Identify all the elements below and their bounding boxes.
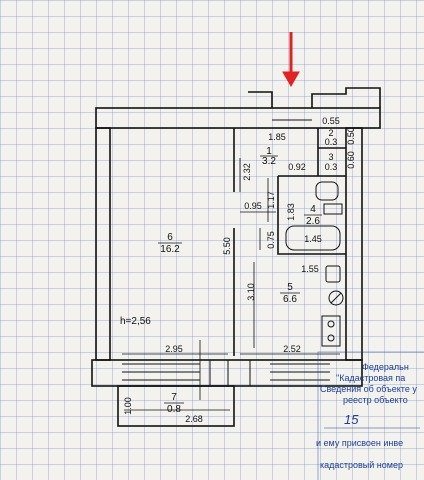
dim-1-83: 1.83 (286, 203, 296, 221)
balcony (117, 385, 235, 427)
fixtures (285, 181, 344, 347)
dim-2-95: 2.95 (165, 344, 183, 354)
room-1-area: 3.2 (262, 156, 276, 167)
top-wall-notch-right (311, 87, 381, 108)
room-4-area: 2.6 (306, 216, 320, 227)
room-7-area: 0.8 (167, 404, 181, 415)
stamp-line-1: Федеральн (362, 362, 409, 372)
room-7-number: 7 (171, 392, 177, 403)
stamp-line-2: "Кадастровая па (336, 373, 405, 383)
dimension-labels: 1.85 0.55 0.50 0.60 0.92 2.32 1.17 0.95 … (120, 116, 356, 424)
dim-1-00: 1.00 (123, 397, 133, 415)
dim-1-85: 1.85 (268, 132, 286, 142)
room-labels: 1 3.2 2 0.3 3 0.3 4 2.6 5 6.6 6 16.2 7 0… (158, 128, 337, 415)
room-2-number: 2 (328, 128, 333, 138)
gas-boiler-icon (328, 290, 344, 306)
bathroom-walls (277, 175, 346, 255)
top-wall-notch-left (248, 91, 273, 108)
stamp-line-3: Сведения об объекте у (320, 384, 417, 394)
dim-2-52: 2.52 (283, 344, 301, 354)
dim-0-95: 0.95 (244, 201, 262, 211)
sink-icon (315, 181, 339, 201)
room-6-area: 16.2 (160, 244, 180, 255)
stamp-line-5: и ему присвоен инве (316, 438, 403, 448)
dim-3-10: 3.10 (246, 283, 256, 301)
dim-1-17: 1.17 (266, 191, 276, 209)
stamp-line-6: кадастровый номер (320, 460, 403, 470)
room-1-number: 1 (266, 146, 272, 157)
dim-2-32: 2.32 (242, 163, 252, 181)
room-3-number: 3 (328, 152, 333, 162)
room-6-number: 6 (167, 232, 173, 243)
left-wall (95, 127, 111, 361)
dim-0-55: 0.55 (322, 116, 340, 126)
windows (122, 119, 330, 386)
room-3-area: 0.3 (325, 162, 338, 172)
dim-0-50: 0.50 (346, 127, 356, 145)
dim-0-75: 0.75 (266, 231, 276, 249)
room-4-number: 4 (310, 204, 316, 215)
dim-0-60: 0.60 (346, 151, 356, 169)
stamp-number: 15 (344, 412, 359, 427)
bathtub-icon (285, 225, 341, 251)
dim-1-55: 1.55 (301, 264, 319, 274)
stamp-line-4: реестр объекто (343, 395, 408, 405)
red-arrow-icon (282, 32, 300, 88)
cadastral-stamp: Федеральн "Кадастровая па Сведения об об… (316, 351, 424, 480)
dim-2-68: 2.68 (185, 414, 203, 424)
toilet-icon (323, 203, 343, 215)
ceiling-height: h=2,56 (120, 316, 151, 327)
top-wall (95, 107, 381, 129)
dim-0-92: 0.92 (288, 162, 306, 172)
kitchen-sink-icon (325, 265, 341, 283)
dim-1-45: 1.45 (304, 234, 322, 244)
dim-5-50: 5.50 (222, 237, 232, 255)
stove-icon (321, 315, 341, 347)
room-5-area: 6.6 (283, 294, 297, 305)
room-5-number: 5 (287, 282, 293, 293)
dimension-lines (122, 158, 340, 411)
room-2-area: 0.3 (325, 137, 338, 147)
walls (91, 87, 381, 387)
